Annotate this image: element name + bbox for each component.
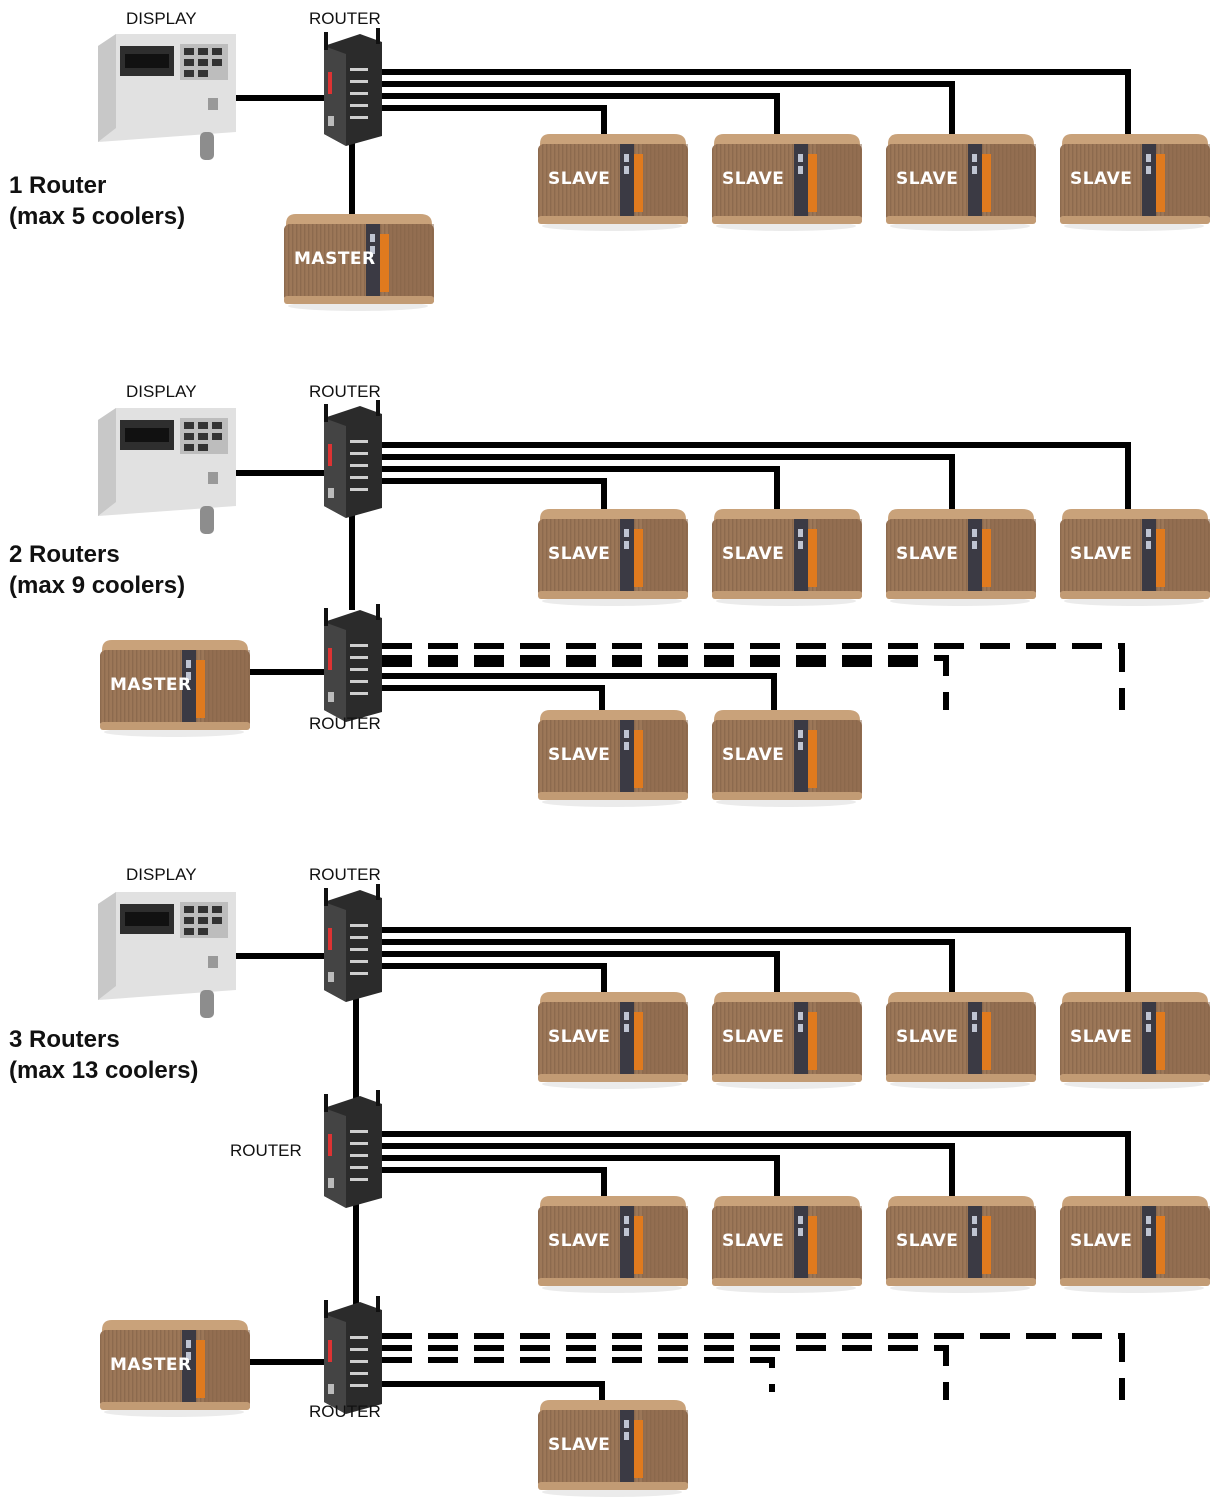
display-unit-2 xyxy=(98,408,236,534)
s2r2-cable-2 xyxy=(382,673,777,712)
display-label-3: DISPLAY xyxy=(126,865,197,884)
s3r2-slave-3-label: SLAVE xyxy=(896,1231,958,1251)
s1r1-cable-4 xyxy=(382,69,1131,136)
s2r1-cable-4 xyxy=(382,442,1131,511)
s1r1-slave-3-label: SLAVE xyxy=(896,169,958,189)
router-label-3a: ROUTER xyxy=(309,865,381,884)
s3r3-dashed-1 xyxy=(382,1333,1125,1400)
s3r2-cable-1 xyxy=(382,1167,607,1198)
config-caption-2: 2 Routers (max 9 coolers) xyxy=(9,539,185,601)
s3r2-cable-3 xyxy=(382,1143,955,1198)
s2r1-slave-3: SLAVE xyxy=(886,509,1036,606)
s2r1-slave-2: SLAVE xyxy=(712,509,862,606)
s1r1-cable-2 xyxy=(382,93,780,136)
router-unit-3a xyxy=(322,882,384,1004)
s2r2-slave-2: SLAVE xyxy=(712,710,862,807)
s3r2-slave-3: SLAVE xyxy=(886,1196,1036,1293)
s3r2-slave-4: SLAVE xyxy=(1060,1196,1210,1293)
s3r1-cable-2 xyxy=(382,951,780,994)
s3r1-slave-3-label: SLAVE xyxy=(896,1027,958,1047)
s1r1-slave-4: SLAVE xyxy=(1060,134,1210,231)
s1r1-slave-2-label: SLAVE xyxy=(722,169,784,189)
s1r1-slave-4-label: SLAVE xyxy=(1070,169,1132,189)
s2r1-cable-1 xyxy=(382,478,607,511)
s3r1-slave-2-label: SLAVE xyxy=(722,1027,784,1047)
router-label-2b: ROUTER xyxy=(309,714,381,733)
s3r2-slave-2-label: SLAVE xyxy=(722,1231,784,1251)
display-unit-3 xyxy=(98,892,236,1018)
s2r2-dashed-2 xyxy=(382,655,949,710)
router-label-3b: ROUTER xyxy=(230,1141,302,1160)
display-label-1: DISPLAY xyxy=(126,9,197,28)
s2r1-slave-1-label: SLAVE xyxy=(548,544,610,564)
s3r1-cable-4 xyxy=(382,927,1131,994)
s2r1-cable-3 xyxy=(382,454,955,511)
cable-layer xyxy=(236,69,1131,1408)
config-caption-3: 3 Routers (max 13 coolers) xyxy=(9,1024,198,1086)
s3r1-cable-3 xyxy=(382,939,955,994)
config-caption-2-line1: 2 Routers xyxy=(9,541,120,568)
s3r3-slave-1-label: SLAVE xyxy=(548,1435,610,1455)
s2r1-slave-4: SLAVE xyxy=(1060,509,1210,606)
display-unit-1 xyxy=(98,34,236,160)
router-label-2a: ROUTER xyxy=(309,382,381,401)
s2r1-slave-4-label: SLAVE xyxy=(1070,544,1132,564)
display-label-2: DISPLAY xyxy=(126,382,197,401)
router-unit-2b xyxy=(322,602,384,724)
s3r3-slave-1: SLAVE xyxy=(538,1400,688,1497)
master-cooler-2: MASTER xyxy=(100,640,250,737)
s3r2-cable-4 xyxy=(382,1131,1131,1198)
router-unit-3c xyxy=(322,1294,384,1416)
s3r2-slave-1-label: SLAVE xyxy=(548,1231,610,1251)
s1r1-slave-2: SLAVE xyxy=(712,134,862,231)
router-unit-3b xyxy=(322,1088,384,1210)
s3r1-slave-4: SLAVE xyxy=(1060,992,1210,1089)
s1r1-slave-1: SLAVE xyxy=(538,134,688,231)
router-unit-2a xyxy=(322,398,384,520)
s1r1-slave-3: SLAVE xyxy=(886,134,1036,231)
s2r2-dashed-1 xyxy=(382,643,1125,710)
s3r2-cable-2 xyxy=(382,1155,780,1198)
master-cooler-1-label: MASTER xyxy=(294,249,376,269)
config-caption-3-line2: (max 13 coolers) xyxy=(9,1057,199,1084)
config-caption-2-line2: (max 9 coolers) xyxy=(9,572,186,599)
router-label-3c: ROUTER xyxy=(309,1402,381,1421)
config-caption-3-line1: 3 Routers xyxy=(9,1026,120,1053)
config-caption-1: 1 Router (max 5 coolers) xyxy=(9,170,185,232)
s2r1-slave-3-label: SLAVE xyxy=(896,544,958,564)
s3r1-slave-3: SLAVE xyxy=(886,992,1036,1089)
s3r1-slave-4-label: SLAVE xyxy=(1070,1027,1132,1047)
master-cooler-3-label: MASTER xyxy=(110,1355,192,1375)
device-layer: SLAVE SLAVE SLAVE SLAVE MASTER SLAVE SLAVE SLAV… xyxy=(98,26,1210,1497)
router-unit-1 xyxy=(322,26,384,148)
s2r2-slave-2-label: SLAVE xyxy=(722,745,784,765)
s3r3-dashed-3 xyxy=(382,1357,775,1392)
s3r1-slave-1: SLAVE xyxy=(538,992,688,1089)
s3r1-slave-2: SLAVE xyxy=(712,992,862,1089)
master-cooler-1: MASTER xyxy=(284,214,434,311)
s3r1-cable-1 xyxy=(382,963,607,994)
s2r1-slave-2-label: SLAVE xyxy=(722,544,784,564)
master-cooler-2-label: MASTER xyxy=(110,675,192,695)
config-caption-1-line2: (max 5 coolers) xyxy=(9,203,186,230)
s3r1-slave-1-label: SLAVE xyxy=(548,1027,610,1047)
s3r2-slave-4-label: SLAVE xyxy=(1070,1231,1132,1251)
s2r2-slave-1: SLAVE xyxy=(538,710,688,807)
s2r2-slave-1-label: SLAVE xyxy=(548,745,610,765)
router-label-1: ROUTER xyxy=(309,9,381,28)
config-caption-1-line1: 1 Router xyxy=(9,172,107,199)
master-cooler-3: MASTER xyxy=(100,1320,250,1417)
s1r1-cable-1 xyxy=(382,105,607,136)
s2r1-cable-2 xyxy=(382,466,780,511)
s2r1-slave-1: SLAVE xyxy=(538,509,688,606)
s3r2-slave-1: SLAVE xyxy=(538,1196,688,1293)
s3r2-slave-2: SLAVE xyxy=(712,1196,862,1293)
s2r2-cable-1 xyxy=(382,685,605,712)
s1r1-slave-1-label: SLAVE xyxy=(548,169,610,189)
s3r3-dashed-2 xyxy=(382,1345,949,1400)
s1r1-cable-3 xyxy=(382,81,955,136)
